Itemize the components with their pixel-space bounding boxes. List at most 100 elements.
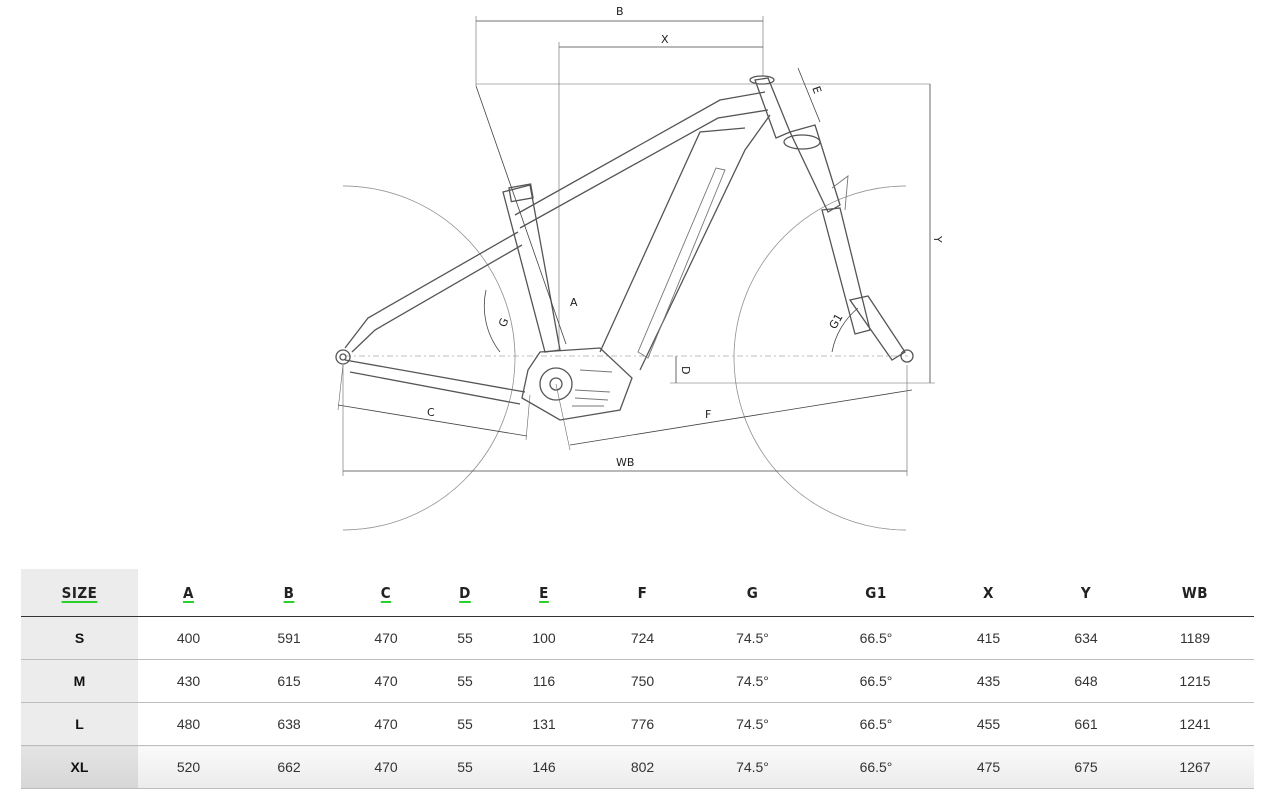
rear-axle — [339, 353, 347, 361]
header-x: X — [941, 569, 1036, 617]
cell-g: 74.5° — [694, 659, 811, 703]
down-tube-inner — [599, 127, 746, 353]
cell-f: 802 — [591, 745, 694, 789]
cell-a: 400 — [138, 616, 239, 660]
label-e: E — [809, 84, 824, 95]
label-d: D — [679, 366, 692, 374]
seat-stay-lower — [351, 244, 523, 353]
fork-crown — [783, 134, 821, 150]
label-g1: G1 — [827, 311, 846, 331]
table-row: L 480 638 470 55 131 776 74.5° 66.5° 455… — [21, 702, 1254, 746]
chain-stay — [344, 359, 526, 393]
cell-x: 435 — [941, 659, 1036, 703]
cell-c: 470 — [339, 616, 433, 660]
cell-c: 470 — [339, 745, 433, 789]
header-a: A — [138, 569, 239, 617]
cell-b: 662 — [239, 745, 339, 789]
cell-g1: 66.5° — [811, 659, 941, 703]
down-tube — [639, 114, 771, 371]
size-cell: S — [21, 616, 138, 660]
label-f: F — [705, 408, 711, 421]
rear-wheel — [342, 185, 516, 531]
header-d: D — [433, 569, 497, 617]
crank-center — [539, 367, 573, 401]
cell-d: 55 — [433, 702, 497, 746]
cell-x: 455 — [941, 702, 1036, 746]
cell-g1: 66.5° — [811, 702, 941, 746]
seat-tube — [502, 184, 561, 353]
seat-clamp — [508, 183, 534, 203]
header-y: Y — [1036, 569, 1136, 617]
top-tube-lower — [519, 109, 769, 229]
header-size: SIZE — [21, 569, 138, 617]
cell-x: 415 — [941, 616, 1036, 660]
crank-axle — [549, 377, 563, 391]
cell-wb: 1215 — [1136, 659, 1254, 703]
dim-f-line — [569, 389, 913, 446]
fork-lower — [848, 295, 906, 361]
label-y: Y — [931, 235, 944, 243]
cell-a: 520 — [138, 745, 239, 789]
label-x: X — [661, 33, 669, 46]
label-wb: WB — [616, 456, 634, 469]
dim-a-line — [475, 85, 567, 345]
cell-g: 74.5° — [694, 702, 811, 746]
cell-d: 55 — [433, 616, 497, 660]
motor-housing — [521, 347, 633, 421]
dim-c-line — [337, 404, 528, 437]
cell-y: 634 — [1036, 616, 1136, 660]
size-cell: XL — [21, 745, 138, 789]
fork-arch — [831, 175, 849, 211]
geometry-drawing: B X Y E A D G G1 C F — [335, 5, 944, 531]
label-g: G — [496, 316, 511, 328]
cell-f: 750 — [591, 659, 694, 703]
cell-wb: 1267 — [1136, 745, 1254, 789]
geometry-table: SIZE A B C D E F G G1 X Y WB S 400 591 4… — [21, 569, 1254, 789]
cell-f: 724 — [591, 616, 694, 660]
cell-g: 74.5° — [694, 745, 811, 789]
cell-wb: 1241 — [1136, 702, 1254, 746]
fork-steerer — [789, 124, 841, 213]
header-c: C — [339, 569, 433, 617]
cell-y: 661 — [1036, 702, 1136, 746]
cell-f: 776 — [591, 702, 694, 746]
front-wheel-outline — [733, 185, 907, 531]
cell-g: 74.5° — [694, 616, 811, 660]
cell-a: 480 — [138, 702, 239, 746]
cell-d: 55 — [433, 745, 497, 789]
cell-d: 55 — [433, 659, 497, 703]
fork-stanchion — [821, 207, 871, 335]
label-a: A — [570, 296, 578, 309]
header-f: F — [591, 569, 694, 617]
table-row: S 400 591 470 55 100 724 74.5° 66.5° 415… — [21, 616, 1254, 660]
cell-b: 615 — [239, 659, 339, 703]
size-cell: L — [21, 702, 138, 746]
dim-e-line — [797, 67, 821, 123]
motor-fins — [572, 369, 613, 407]
header-e: E — [497, 569, 591, 617]
cell-c: 470 — [339, 702, 433, 746]
table-row: M 430 615 470 55 116 750 74.5° 66.5° 435… — [21, 659, 1254, 703]
battery — [637, 167, 726, 359]
top-tube — [514, 91, 766, 216]
label-b: B — [616, 5, 624, 18]
cell-g1: 66.5° — [811, 745, 941, 789]
label-c: C — [427, 406, 435, 419]
cell-e: 131 — [497, 702, 591, 746]
front-wheel — [733, 185, 907, 531]
cell-g1: 66.5° — [811, 616, 941, 660]
cell-y: 675 — [1036, 745, 1136, 789]
front-axle — [900, 349, 914, 363]
rear-dropout — [335, 349, 351, 365]
chain-stay-lower — [349, 371, 521, 405]
table-header-row: SIZE A B C D E F G G1 X Y WB — [21, 569, 1254, 617]
seat-stay — [344, 231, 519, 349]
cell-e: 116 — [497, 659, 591, 703]
cell-wb: 1189 — [1136, 616, 1254, 660]
dim-g-arc — [483, 289, 501, 353]
header-wb: WB — [1136, 569, 1254, 617]
cell-b: 638 — [239, 702, 339, 746]
dim-g1-arc — [831, 307, 859, 353]
header-b: B — [239, 569, 339, 617]
table-row: XL 520 662 470 55 146 802 74.5° 66.5° 47… — [21, 745, 1254, 789]
